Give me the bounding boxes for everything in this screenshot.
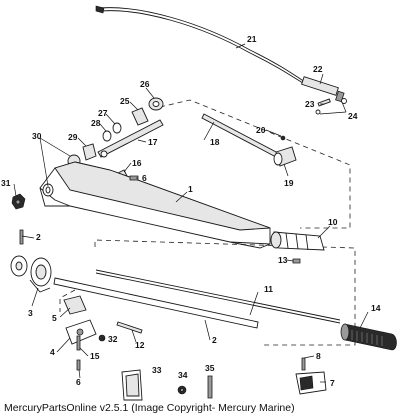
callout-34: 34 [178, 370, 188, 380]
part-11-cable[interactable] [95, 269, 341, 324]
callout-22: 22 [313, 64, 323, 74]
callout-5: 5 [52, 313, 57, 323]
part-32-clip[interactable] [98, 334, 106, 342]
callout-10: 10 [328, 217, 338, 227]
callout-labels: 21 22 23 24 26 25 27 28 29 30 31 17 18 2… [1, 34, 381, 388]
callout-8: 8 [316, 351, 321, 361]
part-13-screw[interactable] [292, 258, 301, 264]
callout-29: 29 [68, 132, 78, 142]
callout-33: 33 [152, 365, 162, 375]
callout-30: 30 [32, 131, 42, 141]
callout-14: 14 [371, 303, 381, 313]
callout-2-upper: 2 [36, 232, 41, 242]
part-6-screw-upper[interactable] [129, 175, 139, 181]
part-31-nut[interactable] [11, 193, 26, 210]
part-3-pulley[interactable] [29, 257, 52, 293]
part-27-washer[interactable] [112, 122, 122, 134]
part-12-pin[interactable] [116, 321, 143, 334]
callout-11: 11 [264, 284, 273, 294]
part-2-bracket[interactable] [10, 255, 28, 277]
callout-15: 15 [90, 351, 100, 361]
part-23-pin[interactable] [317, 98, 331, 107]
part-25-spring[interactable] [131, 107, 149, 126]
part-21-cable[interactable] [95, 5, 307, 86]
callout-13: 13 [278, 255, 288, 265]
part-33-bracket[interactable] [121, 369, 143, 401]
part-8-screw[interactable] [301, 357, 306, 371]
callout-6-lower: 6 [76, 377, 81, 387]
assembly-guide-lines [59, 99, 356, 346]
callout-27: 27 [98, 108, 108, 118]
part-19-bushing[interactable] [273, 146, 297, 167]
copyright-footer: MercuryPartsOnline v2.5.1 (Image Copyrig… [4, 402, 295, 414]
part-2-screw[interactable] [19, 229, 24, 245]
part-2-tube[interactable] [53, 277, 259, 329]
part-35-screw[interactable] [207, 375, 213, 399]
callout-19: 19 [284, 178, 294, 188]
callout-1: 1 [188, 184, 193, 194]
part-4-bracket[interactable] [65, 319, 97, 345]
callout-2-lower: 2 [212, 335, 217, 345]
part-28-washer[interactable] [102, 130, 112, 142]
callout-32: 32 [108, 334, 118, 344]
part-5-plate[interactable] [63, 295, 87, 315]
callout-18: 18 [210, 137, 220, 147]
part-17-shaft[interactable] [97, 119, 164, 158]
part-1-tiller-arm[interactable] [39, 161, 271, 249]
part-34-nut[interactable] [177, 385, 187, 395]
part-14-twist-grip[interactable] [340, 323, 397, 351]
callout-26: 26 [140, 79, 150, 89]
part-22-cable-end[interactable] [301, 76, 345, 103]
callout-7: 7 [330, 378, 335, 388]
part-7-bracket[interactable] [295, 371, 327, 395]
callout-23: 23 [305, 99, 315, 109]
callout-6-upper: 6 [142, 173, 147, 183]
callout-16: 16 [132, 158, 142, 168]
callout-24: 24 [348, 111, 358, 121]
callout-20: 20 [256, 125, 266, 135]
callout-21: 21 [247, 34, 257, 44]
part-24-clip[interactable] [315, 98, 347, 115]
callout-31: 31 [1, 178, 11, 188]
part-20-pin[interactable] [280, 135, 286, 141]
callout-35: 35 [205, 363, 215, 373]
part-15-bolt[interactable] [76, 335, 81, 351]
callout-3: 3 [28, 308, 33, 318]
part-10-grip[interactable] [270, 231, 325, 251]
callout-4: 4 [50, 347, 55, 357]
callout-17: 17 [148, 137, 158, 147]
part-6-screw[interactable] [76, 359, 81, 371]
leader-lines [13, 43, 369, 383]
part-29-nut[interactable] [82, 143, 97, 161]
callout-25: 25 [120, 96, 130, 106]
part-26-knob[interactable] [148, 97, 164, 111]
callout-12: 12 [135, 340, 145, 350]
callout-28: 28 [91, 118, 101, 128]
